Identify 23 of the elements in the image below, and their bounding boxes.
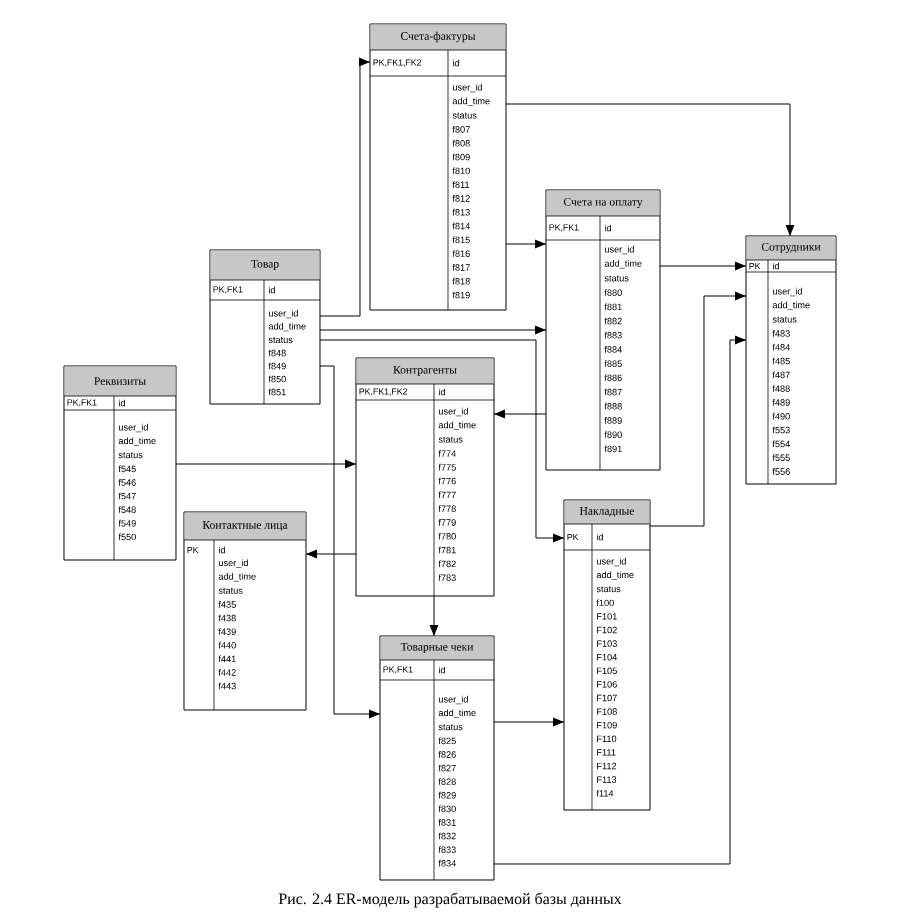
entity-table xyxy=(209,249,321,405)
relationship-arrow xyxy=(319,339,565,543)
entity-table xyxy=(745,235,837,485)
relationship-arrow xyxy=(659,261,747,271)
relationship-arrow xyxy=(319,365,381,719)
entity-table xyxy=(183,511,307,711)
entity-table xyxy=(379,635,495,881)
relationship-arrow xyxy=(429,595,439,637)
relationship-arrow xyxy=(493,409,547,419)
relationship-arrow xyxy=(175,459,357,469)
relationship-arrow xyxy=(319,325,547,335)
entity-table xyxy=(369,23,507,311)
entity-table xyxy=(355,357,495,597)
relationship-arrow xyxy=(493,335,747,865)
relationship-arrow xyxy=(505,103,795,237)
entity-table xyxy=(63,365,177,561)
relationship-arrow xyxy=(649,291,747,527)
relationship-arrow xyxy=(505,239,547,249)
relationship-arrow xyxy=(493,717,565,727)
entity-table xyxy=(563,499,651,811)
entity-table xyxy=(545,189,661,471)
relationship-arrow xyxy=(319,57,371,317)
relationship-arrow xyxy=(305,549,357,559)
